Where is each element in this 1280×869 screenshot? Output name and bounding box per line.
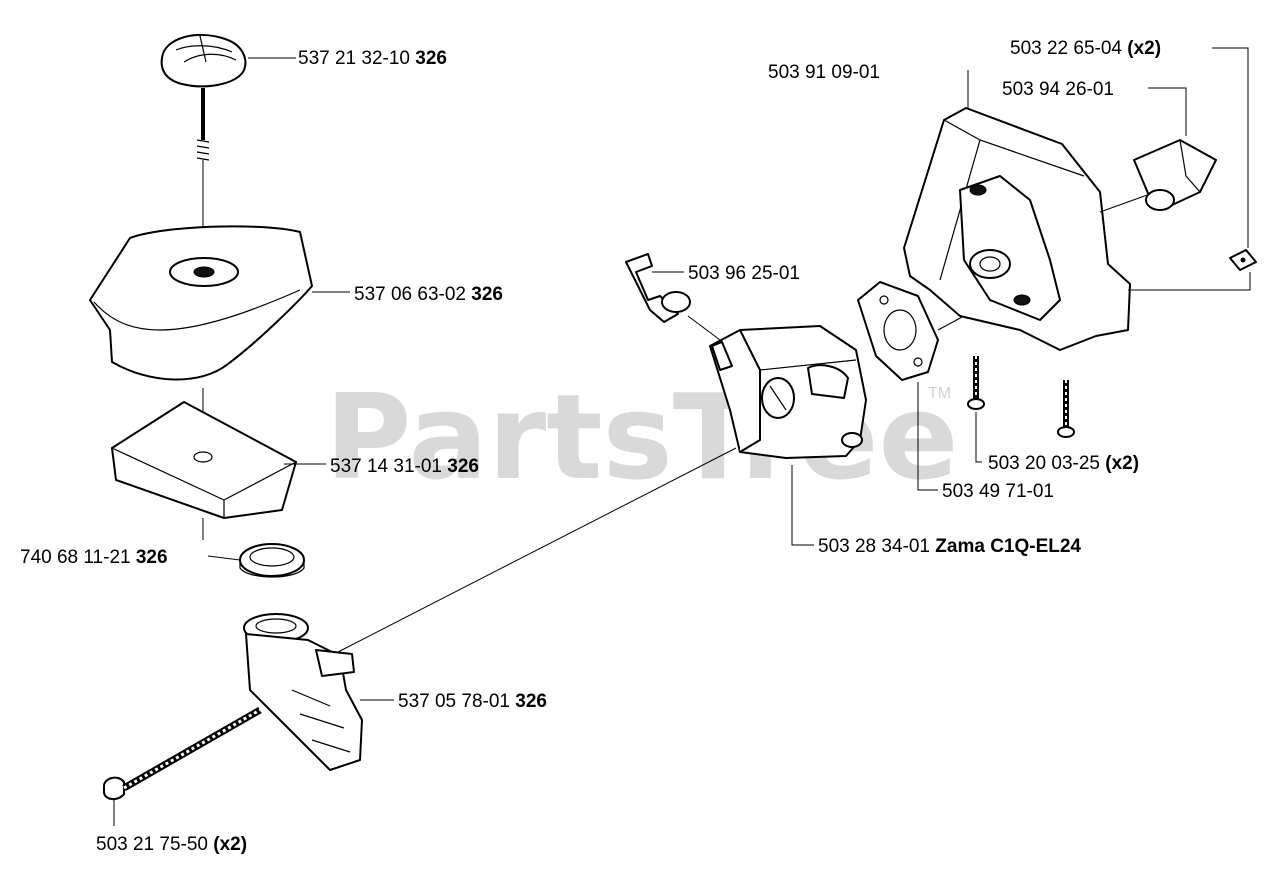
trademark-mark: TM [928,385,951,402]
screw-callout-line [975,412,982,463]
callout-filter-housing[interactable]: 503 91 09-01 [768,62,880,83]
square-nut-part[interactable] [1229,249,1257,271]
carburetor-part[interactable] [709,325,867,459]
adapter-to-carb-line [337,447,737,653]
gasket-part[interactable] [857,281,939,381]
throttle-link-part[interactable] [625,253,691,323]
callout-carburetor[interactable]: 503 28 34-01 Zama C1Q-EL24 [818,536,1081,557]
choke-to-housing-line [1099,193,1151,213]
callout-air-filter[interactable]: 537 14 31-01 326 [330,456,479,477]
gasket-to-housing-line [937,315,965,331]
nut-to-housing-line [1128,272,1251,291]
callout-square-nut[interactable]: 503 22 65-04 (x2) [1010,38,1161,59]
callout-housing-screws[interactable]: 503 20 03-25 (x2) [988,453,1139,474]
callout-knob[interactable]: 537 21 32-10 326 [298,48,447,69]
gasket-callout-line [917,382,938,491]
link-to-carb-line [687,315,721,341]
callout-throttle-link[interactable]: 503 96 25-01 [688,263,800,284]
air-filter-part[interactable] [111,401,297,519]
callout-carb-adapter[interactable]: 537 05 78-01 326 [398,691,547,712]
callout-seal-ring[interactable]: 740 68 11-21 326 [20,547,168,568]
callout-choke-cap[interactable]: 503 94 26-01 [1002,79,1114,100]
carb-callout-line [791,465,814,546]
carb-adapter-part[interactable] [243,613,363,771]
callout-long-bolt[interactable]: 503 21 75-50 (x2) [96,834,247,855]
seal-ring-part[interactable] [239,543,305,578]
housing-screw-right-part[interactable] [1057,380,1075,438]
callout-filter-cover[interactable]: 537 06 63-02 326 [354,284,503,305]
choke-callout-line [1148,87,1187,136]
filter-cover-part[interactable] [89,225,313,381]
nut-callout-line [1212,47,1249,248]
long-bolt-part[interactable] [103,706,262,800]
knob-part[interactable] [160,33,247,161]
ring-callout-line [207,555,241,561]
housing-screw-left-part[interactable] [967,356,985,410]
filter-housing-part[interactable] [903,107,1131,351]
callout-gasket[interactable]: 503 49 71-01 [942,481,1054,502]
choke-cap-part[interactable] [1133,139,1217,211]
